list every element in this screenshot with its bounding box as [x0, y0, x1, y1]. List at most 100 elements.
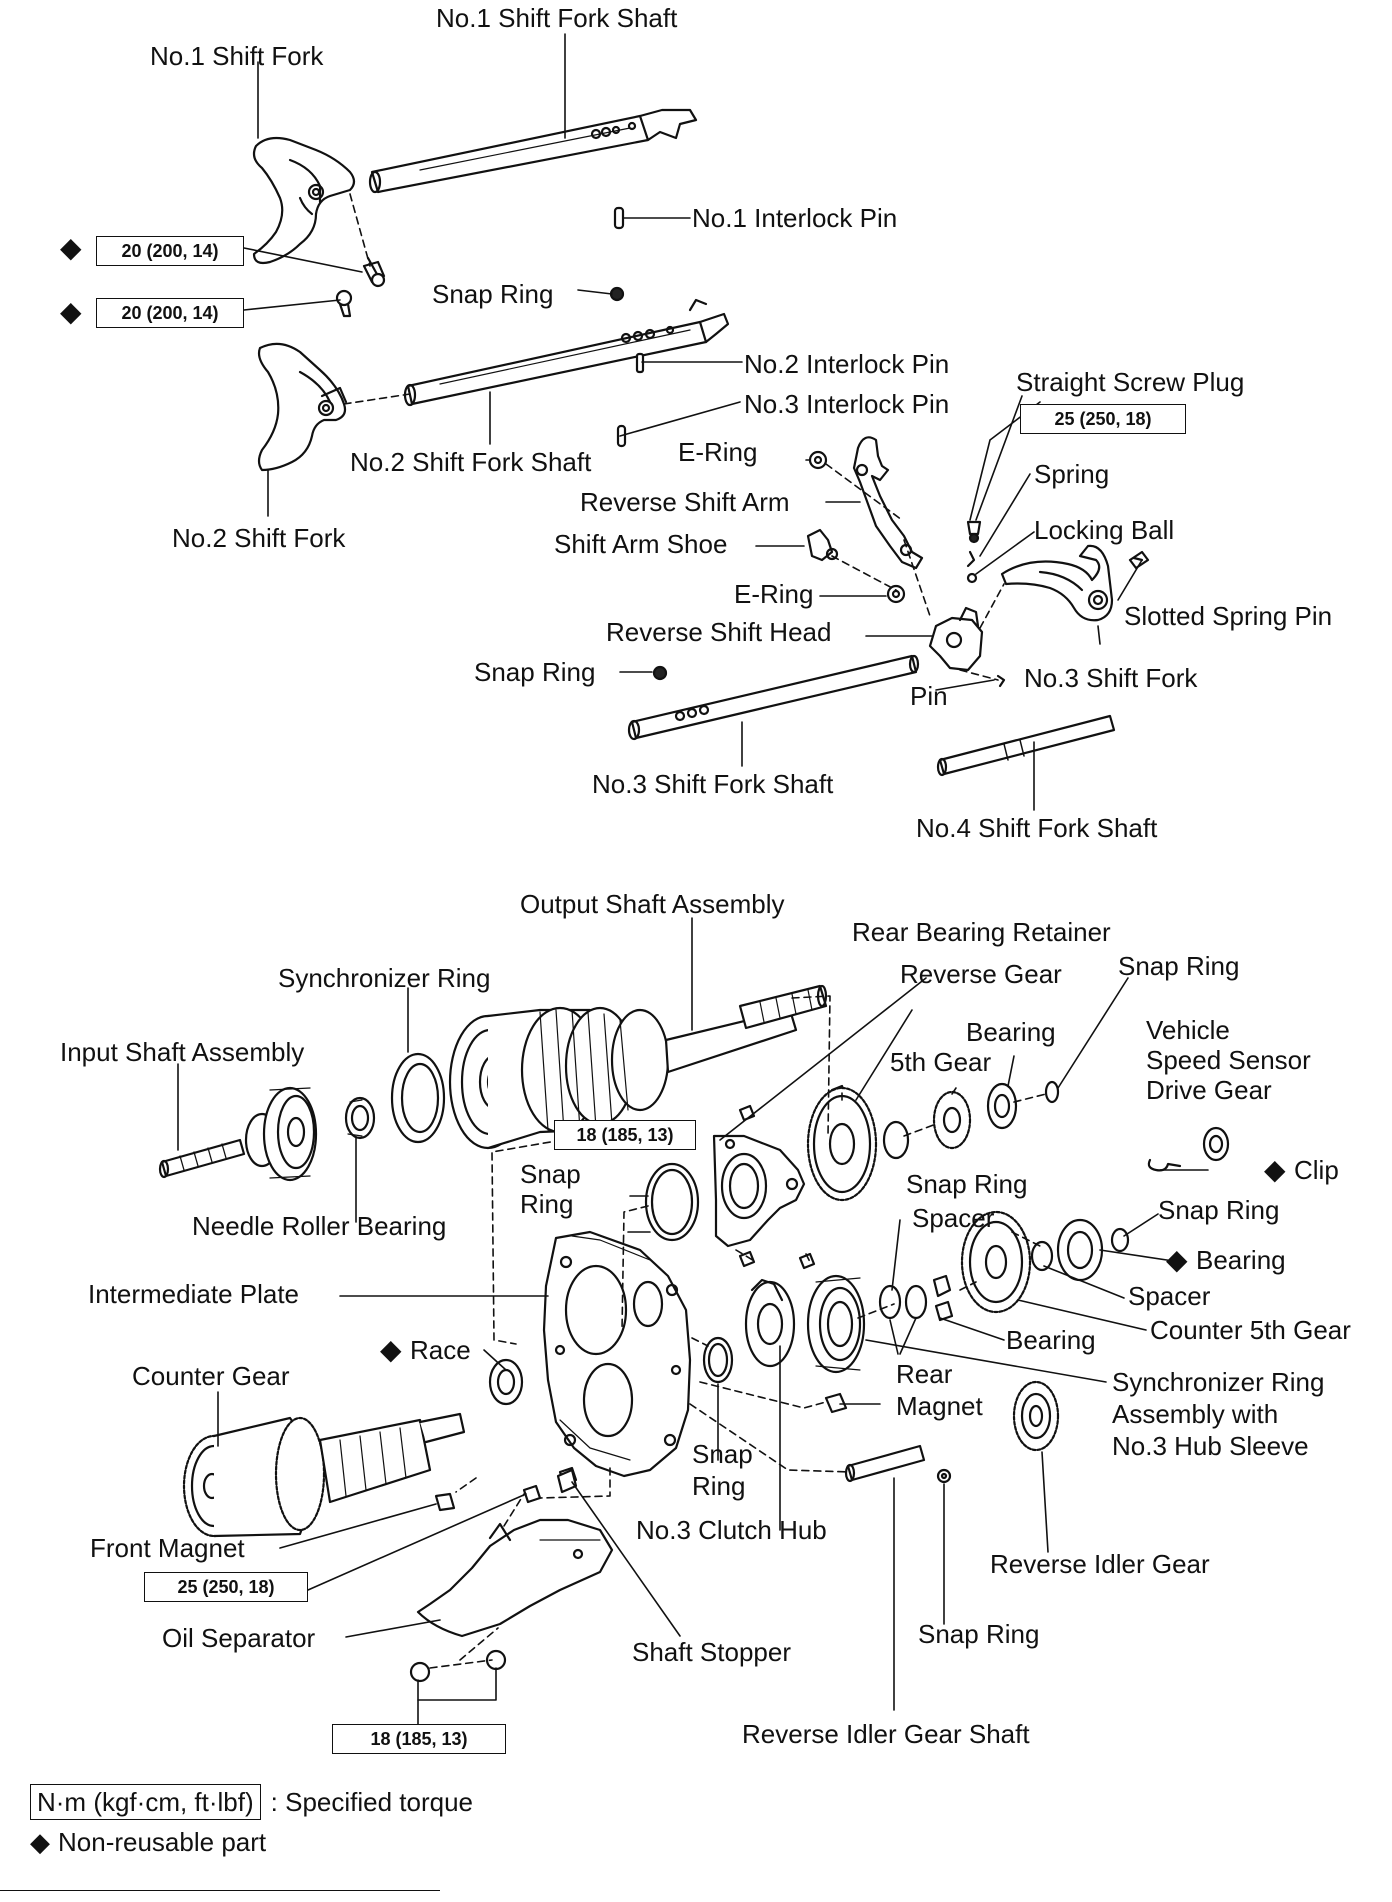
label-reverse-gear: Reverse Gear [900, 959, 1062, 989]
legend-unit-box: N·m (kgf·cm, ft·lbf) [30, 1784, 261, 1820]
torque-spec-box: 18 (185, 13) [554, 1120, 696, 1150]
label-rear-1: Rear [896, 1359, 953, 1389]
torque-spec-box: 20 (200, 14) [96, 236, 244, 266]
label-input-shaft-assembly: Input Shaft Assembly [60, 1037, 305, 1067]
label-race: Race [410, 1335, 471, 1365]
label-snap-ring-4b: Ring [520, 1189, 574, 1219]
speed-sensor-drive-gear-part [1147, 1126, 1230, 1172]
counter-gear-part [182, 1412, 466, 1538]
snap-ring-6-part [1110, 1227, 1130, 1253]
footer-rule [0, 1890, 440, 1891]
label-output-shaft-assembly: Output Shaft Assembly [520, 889, 785, 919]
snap-ring-5-part [878, 1284, 902, 1320]
label-intermediate-plate: Intermediate Plate [88, 1279, 300, 1309]
label-snap-ring-2: Snap Ring [474, 657, 596, 687]
torque-spec-box: 25 (250, 18) [144, 1572, 308, 1602]
no2-shift-fork-shaft-part [403, 298, 730, 407]
label-no2-interlock-pin: No.2 Interlock Pin [744, 349, 950, 379]
label-oil-separator: Oil Separator [162, 1623, 316, 1653]
label-snap-ring-7a: Snap [692, 1439, 753, 1469]
label-snap-ring-5: Snap Ring [906, 1169, 1028, 1199]
snap-ring-3-part [1044, 1080, 1060, 1104]
fifth-gear-part [932, 1090, 972, 1150]
snap-ring-7-part [702, 1336, 734, 1384]
nonreusable-diamond-icon: ◆ [1166, 1244, 1188, 1275]
nonreusable-diamond-icon: ◆ [60, 232, 82, 263]
oil-separator-bolts-part [409, 1649, 507, 1683]
spacer-1-part [904, 1284, 928, 1320]
no3-clutch-hub-part [744, 1278, 796, 1368]
no3-shift-fork-shaft-part [627, 654, 920, 741]
reverse-idler-gear-part [1012, 1380, 1060, 1452]
nonreusable-diamond-icon: ◆ [1264, 1154, 1286, 1185]
label-snap-ring-1: Snap Ring [432, 279, 554, 309]
pin-part [996, 674, 1006, 688]
label-shaft-stopper: Shaft Stopper [632, 1637, 791, 1667]
label-snap-ring-6: Snap Ring [1158, 1195, 1280, 1225]
output-shaft-assembly-part [448, 984, 828, 1150]
label-no1-interlock-pin: No.1 Interlock Pin [692, 203, 898, 233]
label-bearing-3: Bearing [1006, 1325, 1096, 1355]
label-synchronizer-ring: Synchronizer Ring [278, 963, 491, 993]
bearing-2-part [1056, 1218, 1104, 1282]
label-no2-shift-fork: No.2 Shift Fork [172, 523, 346, 553]
label-snap-ring-7b: Ring [692, 1471, 746, 1501]
label-counter-5th-gear: Counter 5th Gear [1150, 1315, 1351, 1345]
no1-interlock-pin-part [613, 206, 625, 230]
label-snap-ring-8: Snap Ring [918, 1619, 1040, 1649]
label-bearing-2: Bearing [1196, 1245, 1286, 1275]
spring-part [966, 550, 976, 568]
upper-dashed-lines [343, 193, 1005, 681]
upper-leader-lines [243, 33, 1143, 811]
lower-dashed-lines [429, 995, 1047, 1669]
label-needle-roller-bearing: Needle Roller Bearing [192, 1211, 447, 1241]
label-sync-ring-assy-2: Assembly with [1112, 1399, 1279, 1429]
label-straight-screw-plug: Straight Screw Plug [1016, 367, 1245, 397]
no1-shift-fork-shaft-part [368, 108, 698, 194]
legend-torque-row: N·m (kgf·cm, ft·lbf) : Specified torque [30, 1782, 473, 1822]
nonreusable-diamond-icon: ◆ [380, 1334, 402, 1365]
label-no3-interlock-pin: No.3 Interlock Pin [744, 389, 950, 419]
no1-shift-fork-part [252, 136, 356, 265]
rear-magnet-part [824, 1392, 848, 1414]
torque-spec-box: 25 (250, 18) [1020, 404, 1186, 434]
label-clip: Clip [1294, 1155, 1339, 1185]
label-e-ring-2: E-Ring [734, 579, 814, 609]
label-no4-shift-fork-shaft: No.4 Shift Fork Shaft [916, 813, 1158, 843]
label-pin: Pin [910, 681, 948, 711]
screw-plug-part [966, 520, 982, 544]
label-spacer-2: Spacer [1128, 1281, 1211, 1311]
label-no2-shift-fork-shaft: No.2 Shift Fork Shaft [350, 447, 592, 477]
label-e-ring-1: E-Ring [678, 437, 758, 467]
intermediate-plate-part [542, 1230, 692, 1478]
snap-ring-8-part [936, 1468, 952, 1484]
synchronizer-ring-part [390, 1052, 446, 1144]
shift-arm-shoe-part [806, 528, 839, 562]
shaft-stopper-part [556, 1468, 578, 1494]
label-vehicle-speed-3: Drive Gear [1146, 1075, 1272, 1105]
no2-interlock-pin-part [635, 352, 645, 374]
label-sync-ring-assy-1: Synchronizer Ring [1112, 1367, 1325, 1397]
torque-spec-box: 20 (200, 14) [96, 298, 244, 328]
label-no3-shift-fork-shaft: No.3 Shift Fork Shaft [592, 769, 834, 799]
label-vehicle-speed-2: Speed Sensor [1146, 1045, 1311, 1075]
reverse-gear-part [806, 1086, 910, 1202]
oil-separator-part [416, 1518, 614, 1638]
bearing-1-part [986, 1082, 1018, 1130]
legend: N·m (kgf·cm, ft·lbf) : Specified torque … [30, 1782, 473, 1862]
label-magnet-1: Magnet [896, 1391, 983, 1421]
reverse-shift-arm-part [852, 436, 924, 570]
label-bearing-1: Bearing [966, 1017, 1056, 1047]
fork1-screw-part [362, 256, 386, 288]
label-snap-ring-3: Snap Ring [1118, 951, 1240, 981]
label-no3-clutch-hub: No.3 Clutch Hub [636, 1515, 827, 1545]
rear-bearing-retainer-part [712, 1134, 806, 1248]
label-fifth-gear: 5th Gear [890, 1047, 992, 1077]
label-front-magnet: Front Magnet [90, 1533, 245, 1563]
bearing-3-part [932, 1274, 954, 1322]
label-reverse-idler-gear: Reverse Idler Gear [990, 1549, 1210, 1579]
spacer-2-part [1030, 1240, 1054, 1272]
label-rear-bearing-retainer: Rear Bearing Retainer [852, 917, 1111, 947]
label-no1-shift-fork: No.1 Shift Fork [150, 41, 324, 71]
